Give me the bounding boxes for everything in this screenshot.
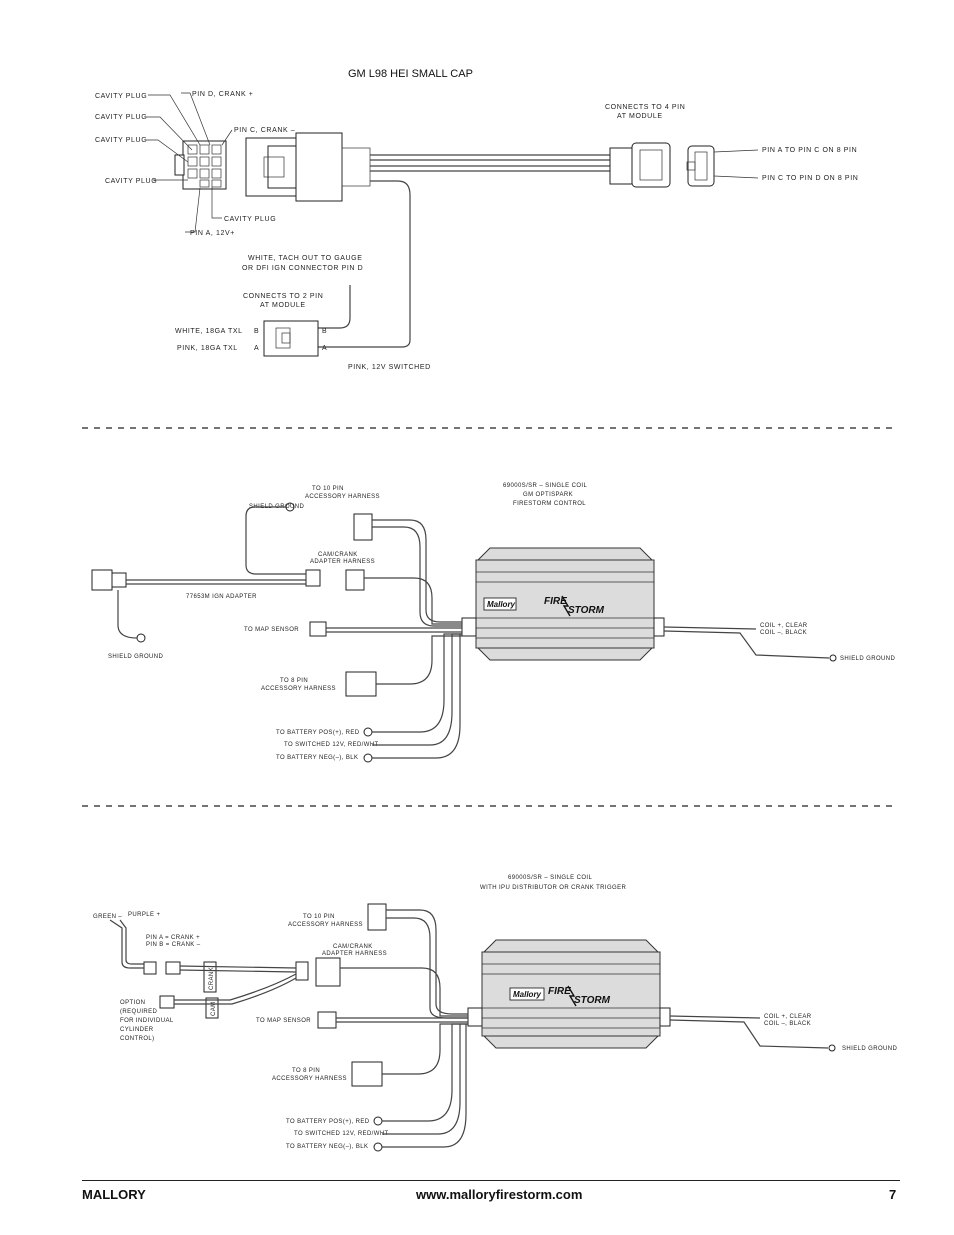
label-connects-4-pin: CONNECTS TO 4 PIN bbox=[605, 104, 685, 111]
d3-model-2: WITH IPU DISTRIBUTOR OR CRANK TRIGGER bbox=[480, 885, 627, 891]
d2-bat-neg: TO BATTERY NEG(–), BLK bbox=[276, 755, 358, 761]
d3-switched: TO SWITCHED 12V, RED/WHT bbox=[294, 1131, 389, 1137]
d2-map-connector bbox=[309, 621, 327, 637]
d3-camcrank-2: ADAPTER HARNESS bbox=[322, 951, 387, 957]
label-cavity-2: CAVITY PLUG bbox=[95, 114, 147, 121]
label-pin-b-right: B bbox=[322, 328, 327, 335]
label-pin-c: PIN C, CRANK – bbox=[234, 127, 295, 134]
d3-bat-neg: TO BATTERY NEG(–), BLK bbox=[286, 1144, 368, 1150]
d2-map: TO MAP SENSOR bbox=[244, 627, 299, 633]
footer-page-number: 7 bbox=[889, 1187, 897, 1202]
d2-logo-storm: STORM bbox=[568, 605, 605, 616]
d2-8pin-2: ACCESSORY HARNESS bbox=[261, 686, 336, 692]
label-cavity-4: CAVITY PLUG bbox=[105, 178, 157, 185]
d2-model-3: FIRESTORM CONTROL bbox=[513, 501, 586, 507]
d3-pin-a: PIN A = CRANK + bbox=[146, 935, 200, 941]
d3-shield-right: SHIELD GROUND bbox=[842, 1046, 897, 1052]
d2-camcrank-2: ADAPTER HARNESS bbox=[310, 559, 375, 565]
label-pin-a: PIN A, 12V+ bbox=[190, 230, 235, 237]
diagram-gm-optispark: 69000S/SR – SINGLE COIL GM OPTISPARK FIR… bbox=[91, 483, 895, 763]
d3-map: TO MAP SENSOR bbox=[256, 1018, 311, 1024]
d3-coil-pos: COIL +, CLEAR bbox=[764, 1014, 812, 1020]
d2-camcrank-connector bbox=[345, 569, 365, 591]
footer-brand: MALLORY bbox=[82, 1187, 146, 1202]
d2-10pin-1: TO 10 PIN bbox=[312, 486, 344, 492]
connector-2-pin bbox=[263, 320, 319, 357]
diagram1-title: GM L98 HEI SMALL CAP bbox=[348, 68, 473, 80]
d3-option-2: (REQUIRED bbox=[120, 1009, 158, 1015]
footer-rule bbox=[82, 1180, 900, 1181]
firestorm-module-3: Mallory FIRE STORM bbox=[467, 939, 671, 1049]
d2-model-2: GM OPTISPARK bbox=[523, 492, 573, 498]
d3-8pin-1: TO 8 PIN bbox=[292, 1068, 320, 1074]
d3-10pin-2: ACCESSORY HARNESS bbox=[288, 922, 363, 928]
label-at-module: AT MODULE bbox=[617, 113, 663, 120]
connector-4-pin bbox=[609, 142, 715, 188]
firestorm-module-2: Mallory FIRE STORM bbox=[461, 547, 665, 661]
label-pink-12v: PINK, 12V SWITCHED bbox=[348, 364, 431, 371]
diagram-gm-l98-hei: GM L98 HEI SMALL CAP CAVITY PLUG CAVITY bbox=[95, 68, 858, 371]
label-cavity-5: CAVITY PLUG bbox=[224, 216, 276, 223]
d3-model-1: 69000S/SR – SINGLE COIL bbox=[508, 875, 593, 881]
label-pin-d: PIN D, CRANK + bbox=[192, 91, 254, 98]
d3-cam-tag-label: CAM bbox=[211, 1001, 217, 1016]
d2-switched: TO SWITCHED 12V, RED/WHT bbox=[284, 742, 379, 748]
d3-purple: PURPLE + bbox=[128, 912, 160, 918]
d3-logo-brand: Mallory bbox=[513, 990, 542, 999]
label-pink-18ga: PINK, 18GA TXL bbox=[177, 345, 238, 352]
d3-crank-tag bbox=[203, 961, 217, 993]
diagram-ipu-distributor: 69000S/SR – SINGLE COIL WITH IPU DISTRIB… bbox=[93, 875, 897, 1152]
d2-bat-pos: TO BATTERY POS(+), RED bbox=[276, 730, 360, 736]
d2-logo-fire: FIRE bbox=[544, 596, 567, 607]
d2-shield-bottom: SHIELD GROUND bbox=[108, 654, 163, 660]
d2-10pin-2: ACCESSORY HARNESS bbox=[305, 494, 380, 500]
label-cavity-3: CAVITY PLUG bbox=[95, 137, 147, 144]
connector-8-pin bbox=[174, 140, 227, 190]
d2-logo-brand: Mallory bbox=[487, 600, 516, 609]
d2-adapter-plug bbox=[91, 569, 113, 591]
d3-cam-tag bbox=[205, 997, 219, 1019]
d3-option-1: OPTION bbox=[120, 1000, 145, 1006]
d3-bat-pos: TO BATTERY POS(+), RED bbox=[286, 1119, 370, 1125]
d2-coil-pos: COIL +, CLEAR bbox=[760, 623, 808, 629]
d3-green: GREEN – bbox=[93, 914, 122, 920]
d2-8pin-1: TO 8 PIN bbox=[280, 678, 308, 684]
footer-url[interactable]: www.malloryfirestorm.com bbox=[416, 1187, 583, 1202]
label-pin-b: B bbox=[254, 328, 259, 335]
d2-8pin-connector bbox=[345, 671, 377, 697]
mating-plug bbox=[245, 132, 371, 202]
label-pin-a-right: A bbox=[322, 345, 327, 352]
label-pin-a-2: A bbox=[254, 345, 259, 352]
label-white-18ga: WHITE, 18GA TXL bbox=[175, 328, 243, 335]
d3-crank-tag-label: CRANK bbox=[209, 967, 215, 990]
label-tach-1: WHITE, TACH OUT TO GAUGE bbox=[248, 255, 363, 262]
d2-adapter: 77653M IGN ADAPTER bbox=[186, 594, 257, 600]
d2-coil-neg: COIL –, BLACK bbox=[760, 630, 807, 636]
label-at-module-2: AT MODULE bbox=[260, 302, 306, 309]
label-cavity-1: CAVITY PLUG bbox=[95, 93, 147, 100]
d2-model-1: 69000S/SR – SINGLE COIL bbox=[503, 483, 588, 489]
d2-camcrank-1: CAM/CRANK bbox=[318, 552, 358, 558]
d3-10pin-1: TO 10 PIN bbox=[303, 914, 335, 920]
label-pin-c-to-d: PIN C TO PIN D ON 8 PIN bbox=[762, 175, 858, 182]
label-connects-2-pin: CONNECTS TO 2 PIN bbox=[243, 293, 323, 300]
label-pin-a-to-c: PIN A TO PIN C ON 8 PIN bbox=[762, 147, 857, 154]
d2-10pin-connector bbox=[353, 513, 373, 541]
d3-8pin-2: ACCESSORY HARNESS bbox=[272, 1076, 347, 1082]
d3-coil-neg: COIL –, BLACK bbox=[764, 1021, 811, 1027]
d2-shield-right: SHIELD GROUND bbox=[840, 656, 895, 662]
d3-option-5: CONTROL) bbox=[120, 1036, 155, 1042]
d3-camcrank-1: CAM/CRANK bbox=[333, 944, 373, 950]
d3-logo-fire: FIRE bbox=[548, 986, 571, 997]
d3-option-4: CYLINDER bbox=[120, 1027, 154, 1033]
d3-pin-b: PIN B = CRANK – bbox=[146, 942, 201, 948]
label-tach-2: OR DFI IGN CONNECTOR PIN D bbox=[242, 265, 363, 272]
d3-logo-storm: STORM bbox=[574, 995, 611, 1006]
d3-option-3: FOR INDIVIDUAL bbox=[120, 1018, 174, 1024]
